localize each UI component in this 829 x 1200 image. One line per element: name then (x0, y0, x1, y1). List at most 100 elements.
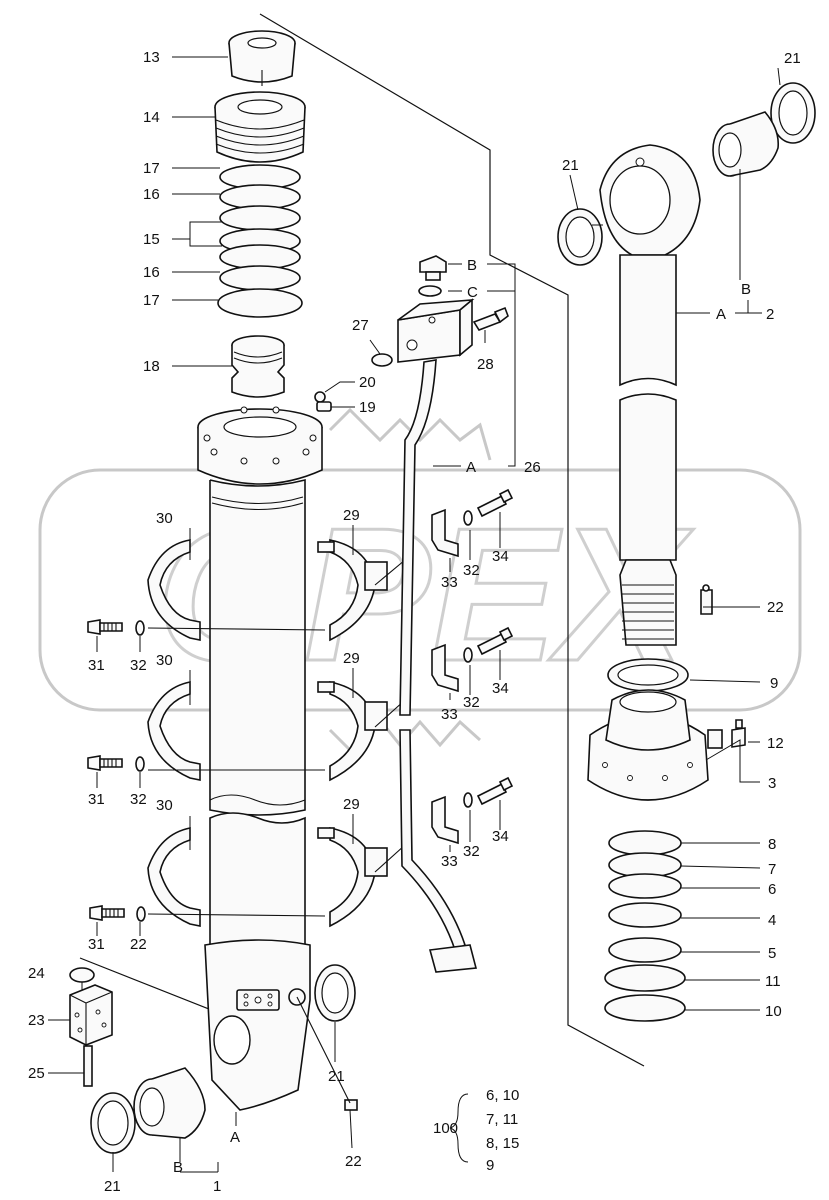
label-21-bottom-left: 21 (104, 1178, 121, 1195)
label-A-pipe: A (466, 459, 476, 476)
label-13: 13 (143, 49, 160, 66)
oring-C-top (418, 285, 442, 297)
label-18: 18 (143, 358, 160, 375)
label-14: 14 (143, 109, 160, 126)
label-15: 15 (143, 231, 160, 248)
clamp-set-3 (147, 827, 388, 928)
label-30-c: 30 (156, 797, 173, 814)
part-27-oring (371, 353, 393, 367)
part-21-ring-top-right (770, 82, 816, 144)
label-33-c: 33 (441, 853, 458, 870)
label-4: 4 (768, 912, 776, 929)
label-25: 25 (28, 1065, 45, 1082)
label-17-a: 17 (143, 160, 160, 177)
label-31-a: 31 (88, 657, 105, 674)
kit-row-3: 8, 15 (486, 1135, 519, 1152)
part-21-ring-bottom-mid (314, 964, 356, 1022)
leader-lines (48, 56, 781, 1173)
kit-table: 100 6, 10 7, 11 8, 15 9 (433, 1087, 519, 1174)
label-32-e: 32 (463, 843, 480, 860)
label-12: 12 (767, 735, 784, 752)
label-34-c: 34 (492, 828, 509, 845)
part-22-grease-fitting-top (700, 584, 713, 615)
part-20-ball (314, 391, 326, 403)
part-19-plug (316, 401, 332, 412)
label-21-top-right: 21 (784, 50, 801, 67)
label-28: 28 (477, 356, 494, 373)
label-26: 26 (524, 459, 541, 476)
part-13-nut (228, 30, 296, 86)
label-2: 2 (766, 306, 774, 323)
clamp-set-2 (147, 681, 388, 782)
label-30-a: 30 (156, 510, 173, 527)
label-22-mid: 22 (130, 936, 147, 953)
label-8: 8 (768, 836, 776, 853)
bracket-33-b (431, 626, 514, 693)
kit-row-1: 6, 10 (486, 1087, 519, 1104)
clamp-set-1 (147, 539, 388, 642)
label-34-a: 34 (492, 548, 509, 565)
label-32-c: 32 (130, 791, 147, 808)
label-32-a: 32 (130, 657, 147, 674)
label-5: 5 (768, 945, 776, 962)
label-1: 1 (213, 1178, 221, 1195)
label-A-bottom: A (230, 1129, 240, 1146)
label-9: 9 (770, 675, 778, 692)
part-21-ring-bottom-left (90, 1092, 136, 1154)
bushing-B-top (712, 111, 780, 177)
kit-row-4: 9 (486, 1157, 494, 1174)
label-29-b: 29 (343, 650, 360, 667)
label-16-b: 16 (143, 264, 160, 281)
label-32-d: 32 (463, 694, 480, 711)
label-30-b: 30 (156, 652, 173, 669)
label-21-top-left: 21 (562, 157, 579, 174)
label-23: 23 (28, 1012, 45, 1029)
part-labels: 13 14 17 16 15 16 17 18 20 19 27 28 B C … (28, 49, 801, 1195)
label-29-c: 29 (343, 796, 360, 813)
label-10: 10 (765, 1003, 782, 1020)
label-31-b: 31 (88, 791, 105, 808)
part-28-bolt (472, 306, 509, 331)
label-B-bottom: B (173, 1159, 183, 1176)
label-B-rod: B (741, 281, 751, 298)
label-33-a: 33 (441, 574, 458, 591)
part-25-pin (83, 1045, 93, 1087)
plug-B-top (419, 255, 447, 281)
label-16-a: 16 (143, 186, 160, 203)
part-18-head-nut (231, 335, 285, 398)
label-21-bottom: 21 (328, 1068, 345, 1085)
bolt-31-b (87, 755, 145, 772)
bolt-31-a (87, 619, 145, 636)
label-17-b: 17 (143, 292, 160, 309)
label-22-bottom: 22 (345, 1153, 362, 1170)
part-22-grease-fitting-bottom (296, 996, 358, 1111)
cylinder-tube (197, 406, 323, 1111)
label-C-top: C (467, 284, 478, 301)
label-3: 3 (768, 775, 776, 792)
label-7: 7 (768, 861, 776, 878)
part-9-ring (607, 658, 689, 692)
part-24-snap-ring (69, 967, 95, 983)
label-20: 20 (359, 374, 376, 391)
label-B-top: B (467, 257, 477, 274)
label-33-b: 33 (441, 706, 458, 723)
label-31-c: 31 (88, 936, 105, 953)
part-14-gland (214, 91, 306, 163)
part-12-bolt (731, 719, 746, 748)
kit-row-2: 7, 11 (486, 1111, 518, 1128)
label-29-a: 29 (343, 507, 360, 524)
label-34-b: 34 (492, 680, 509, 697)
label-11: 11 (765, 973, 781, 990)
part-21-ring-top-left (557, 208, 603, 266)
piston-ring-stack (604, 830, 686, 1022)
bushing-B-bottom (133, 1067, 206, 1139)
label-19: 19 (359, 399, 376, 416)
seal-rings-stack (217, 164, 303, 318)
piston-rod-2 (599, 144, 701, 646)
label-27: 27 (352, 317, 369, 334)
label-A-rod: A (716, 306, 726, 323)
pipe-26 (397, 298, 478, 973)
bracket-33-c (431, 776, 514, 845)
bolt-31-c (89, 905, 146, 922)
